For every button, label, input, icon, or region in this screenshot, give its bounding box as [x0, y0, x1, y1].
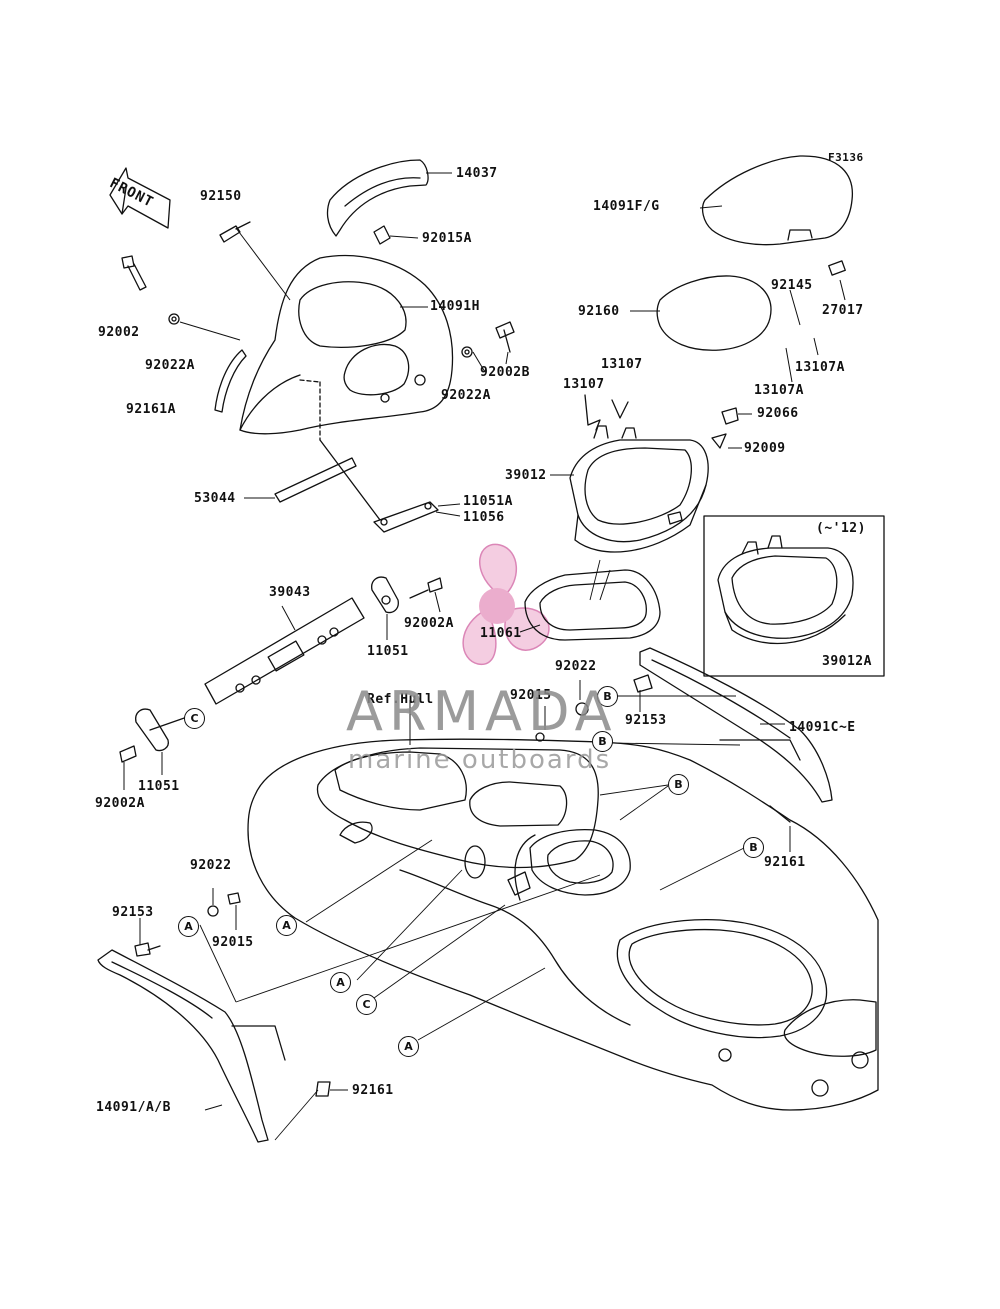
part-14091fg-shape [701, 155, 854, 246]
ref-hull-label: Ref.Hull [367, 692, 434, 707]
part-label-13107a-right[interactable]: 13107A [795, 360, 845, 375]
part-14091h-shape [239, 254, 454, 435]
part-label-92002a-mid[interactable]: 92002A [404, 616, 454, 631]
part-label-92150[interactable]: 92150 [200, 189, 242, 204]
part-label-92022-low[interactable]: 92022 [190, 858, 232, 873]
part-label-92002a-low[interactable]: 92002A [95, 796, 145, 811]
part-label-11051-low[interactable]: 11051 [138, 779, 180, 794]
bolt-92002b-icon [495, 321, 515, 353]
part-label-92022a-left[interactable]: 92022A [145, 358, 195, 373]
part-label-92066[interactable]: 92066 [757, 406, 799, 421]
part-label-11061[interactable]: 11061 [480, 626, 522, 641]
part-label-13107-a[interactable]: 13107 [601, 357, 643, 372]
part-label-92015a[interactable]: 92015A [422, 231, 472, 246]
part-label-14091ab[interactable]: 14091/A/B [96, 1100, 171, 1115]
part-label-39012a[interactable]: 39012A [822, 654, 872, 669]
part-label-27017[interactable]: 27017 [822, 303, 864, 318]
watermark-title: ARMADA [346, 680, 618, 743]
part-label-92002b[interactable]: 92002B [480, 365, 530, 380]
part-label-39043[interactable]: 39043 [269, 585, 311, 600]
ref-c-low: C [356, 994, 377, 1015]
part-label-14037[interactable]: 14037 [456, 166, 498, 181]
ref-b-top: B [597, 686, 618, 707]
part-label-92022-mid[interactable]: 92022 [555, 659, 597, 674]
watermark-subtitle: marine outboards [348, 745, 612, 775]
variant-inset-box [703, 515, 885, 677]
part-14091ab-shape [97, 949, 269, 1143]
ref-a-left: A [178, 916, 199, 937]
part-label-92161-right[interactable]: 92161 [764, 855, 806, 870]
part-label-14091ce[interactable]: 14091C~E [789, 720, 856, 735]
front-arrow-icon [109, 167, 171, 229]
part-label-92002[interactable]: 92002 [98, 325, 140, 340]
part-label-92022a-right[interactable]: 92022A [441, 388, 491, 403]
ref-b-right: B [668, 774, 689, 795]
ref-c-top: C [184, 708, 205, 729]
part-label-92153-low[interactable]: 92153 [112, 905, 154, 920]
part-label-13107a-low[interactable]: 13107A [754, 383, 804, 398]
ref-a-3: A [398, 1036, 419, 1057]
variant-note: (~'12) [816, 521, 866, 536]
part-label-92161a[interactable]: 92161A [126, 402, 176, 417]
part-label-92161-low[interactable]: 92161 [352, 1083, 394, 1098]
hull-outline [247, 738, 879, 1111]
part-label-53044[interactable]: 53044 [194, 491, 236, 506]
part-label-92153-mid[interactable]: 92153 [625, 713, 667, 728]
part-label-92160[interactable]: 92160 [578, 304, 620, 319]
part-label-11051-mid[interactable]: 11051 [367, 644, 409, 659]
bolt-92002-icon [121, 255, 147, 291]
part-label-11051a[interactable]: 11051A [463, 494, 513, 509]
part-label-14091fg[interactable]: 14091F/G [593, 199, 660, 214]
part-label-92009[interactable]: 92009 [744, 441, 786, 456]
part-label-92015-mid[interactable]: 92015 [510, 688, 552, 703]
part-92160-shape [656, 275, 772, 351]
watermark-propeller-icon [462, 543, 550, 665]
ref-b-mid: B [592, 731, 613, 752]
diagram-code-label: F3136 [828, 151, 864, 164]
ref-a-1: A [276, 915, 297, 936]
part-label-14091h[interactable]: 14091H [430, 299, 480, 314]
part-label-39012[interactable]: 39012 [505, 468, 547, 483]
part-label-92145[interactable]: 92145 [771, 278, 813, 293]
part-39043-shape [204, 597, 365, 705]
part-label-92015-low[interactable]: 92015 [212, 935, 254, 950]
part-11061-shape [524, 569, 661, 641]
ref-a-2: A [330, 972, 351, 993]
part-label-11056[interactable]: 11056 [463, 510, 505, 525]
part-14091ce-shape [639, 647, 833, 803]
part-14037-shape [326, 159, 429, 237]
bolt-92150-icon [219, 221, 251, 243]
ref-b-low: B [743, 837, 764, 858]
part-label-13107-b[interactable]: 13107 [563, 377, 605, 392]
